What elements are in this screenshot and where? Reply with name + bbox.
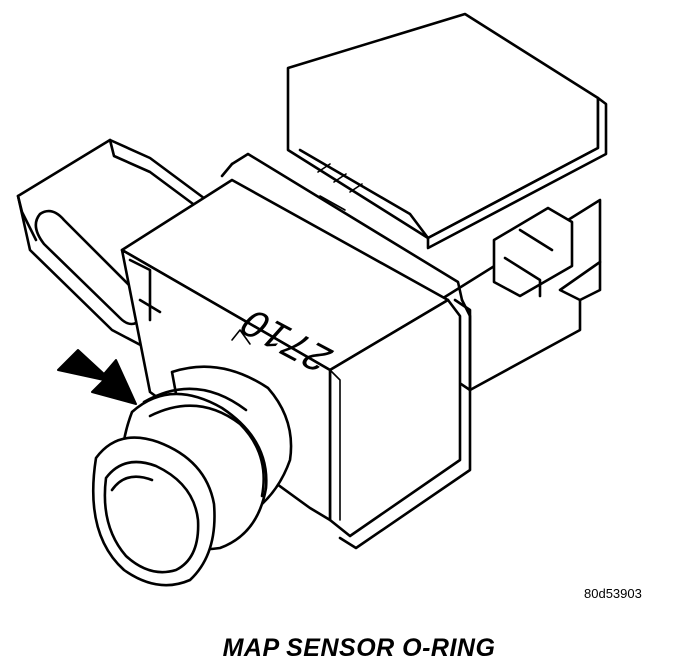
o-ring-port bbox=[91, 365, 293, 587]
connector-tab bbox=[286, 12, 608, 250]
arrow-icon bbox=[57, 349, 137, 405]
mounting-ear bbox=[16, 138, 222, 352]
figure-caption: MAP SENSOR O-RING bbox=[222, 634, 496, 662]
figure-id: 80d53903 bbox=[584, 586, 642, 601]
connector-shell bbox=[438, 198, 602, 392]
